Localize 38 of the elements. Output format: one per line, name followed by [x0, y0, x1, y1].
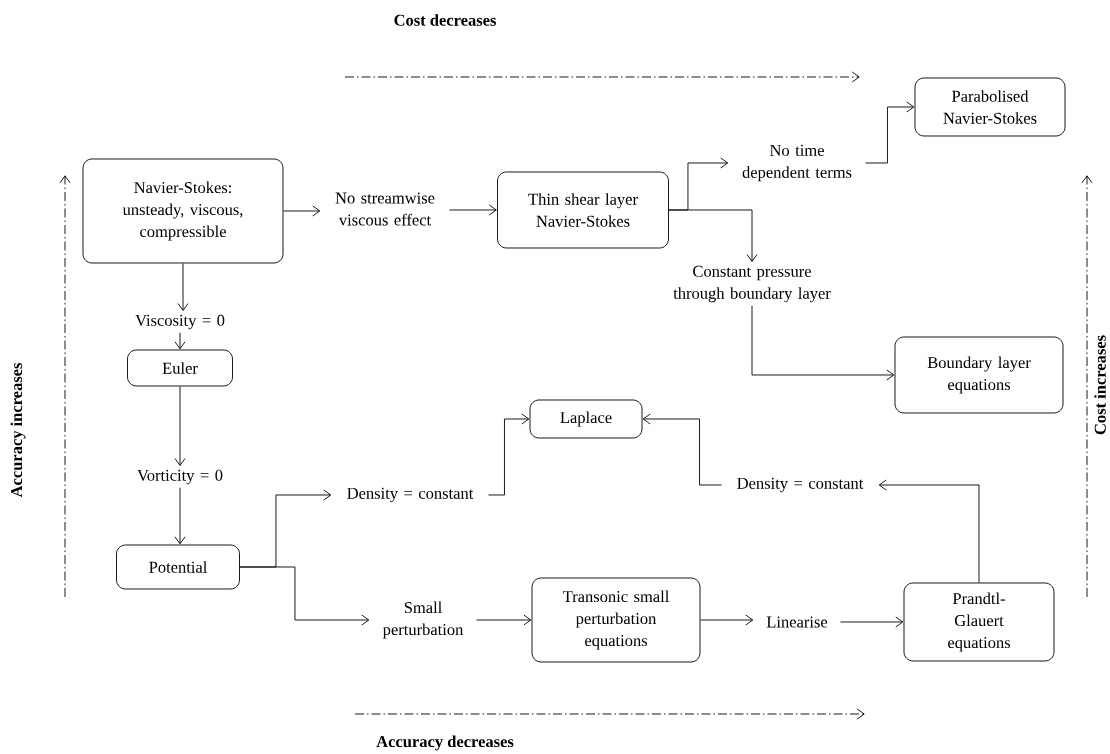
condition-text: Density = constant [347, 487, 474, 503]
axis-label: Cost decreases [394, 14, 496, 26]
process-box: Thin shear layer Navier-Stokes [497, 171, 669, 249]
arrow [174, 386, 186, 466]
condition-text: Small perturbation [382, 601, 464, 639]
process-box: Euler [127, 349, 233, 387]
arrow [840, 616, 904, 628]
process-box: Boundary layer equations [894, 336, 1064, 414]
condition-text: Density = constant [737, 477, 864, 493]
condition-text: Vorticity = 0 [137, 469, 223, 485]
arrow [642, 413, 722, 486]
process-box: Navier-Stokes: unsteady, viscous, compressible [82, 158, 284, 264]
condition-text: Linearise [766, 616, 828, 628]
arrow [239, 566, 370, 626]
process-box: Parabolised Navier-Stokes [914, 77, 1066, 137]
process-box: Laplace [529, 399, 643, 439]
arrow [449, 204, 497, 216]
process-box: Transonic small perturbation equations [531, 577, 701, 663]
arrow [878, 479, 980, 583]
arrow [283, 205, 321, 217]
arrow [700, 614, 754, 626]
process-box: Prandtl-Glauert equations [903, 582, 1055, 662]
arrow [488, 413, 530, 496]
condition-text: Constant pressure through boundary layer [673, 265, 831, 303]
arrow [751, 305, 895, 381]
condition-text: No time dependent terms [742, 144, 852, 182]
arrow [476, 614, 532, 626]
process-box: Potential [116, 544, 240, 590]
arrow [174, 487, 186, 545]
condition-text: No streamwise viscous effect [335, 192, 435, 226]
arrow [668, 209, 758, 262]
arrow [174, 332, 186, 350]
condition-text: Viscosity = 0 [135, 314, 225, 330]
axis-label: Accuracy increases [10, 362, 26, 498]
axis-label: Cost increases [1094, 335, 1106, 435]
arrow [865, 101, 915, 164]
axis-label: Accuracy decreases [376, 735, 514, 751]
arrow [177, 263, 189, 311]
